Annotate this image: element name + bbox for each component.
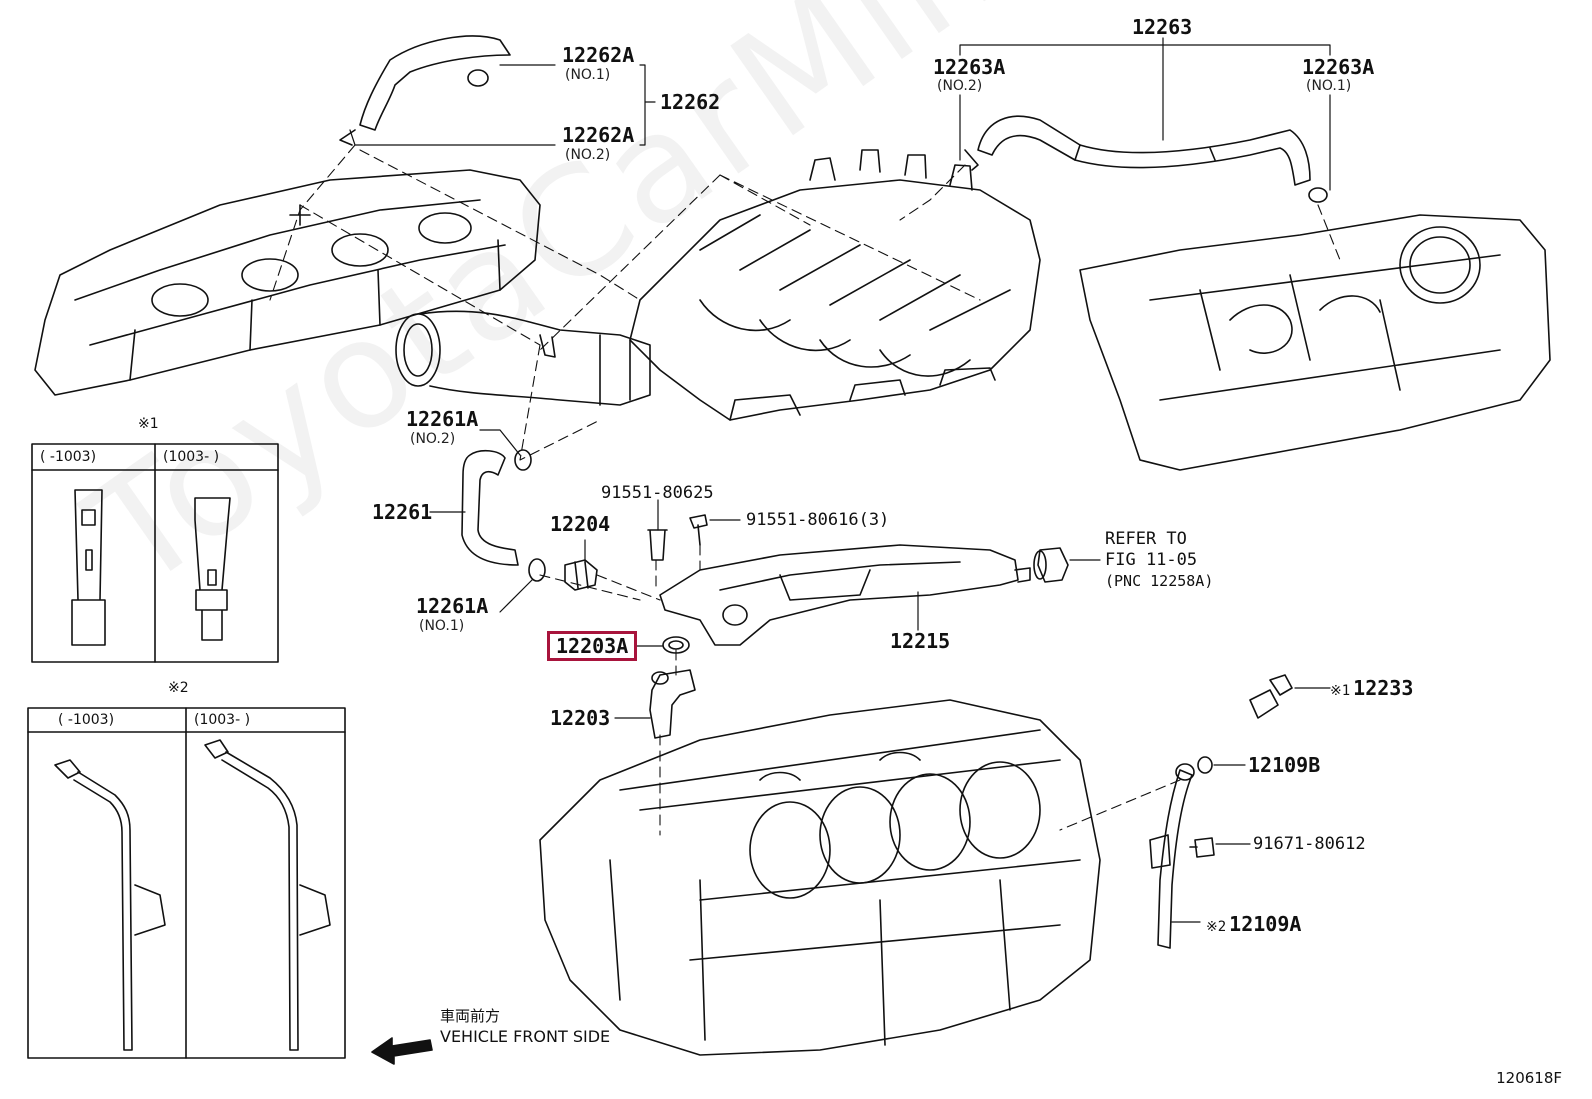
front-label-jp: 車両前方 <box>440 1007 501 1025</box>
label-12261a-no1-sub: (NO.1) <box>419 618 465 634</box>
label-12263[interactable]: 12263 <box>1132 15 1193 39</box>
intake-manifold <box>629 149 1041 421</box>
note-mark-2: ※2 <box>1206 919 1227 935</box>
hose-12262 <box>339 35 511 146</box>
label-12263a-no1-sub: (NO.1) <box>1306 78 1352 94</box>
bolts <box>647 514 708 561</box>
inset2-mark: ※2 <box>168 680 189 696</box>
hose-12261 <box>461 449 546 582</box>
figure-code: 120618F <box>1496 1069 1562 1087</box>
left-head-cover <box>34 169 541 396</box>
refer-line3: (PNC 12258A) <box>1105 572 1214 590</box>
label-12203a-highlighted[interactable]: 12203A <box>547 631 638 661</box>
label-12263a-no2-sub: (NO.2) <box>937 78 983 94</box>
label-12261[interactable]: 12261 <box>372 500 433 524</box>
leader-lines <box>349 37 1331 923</box>
label-91551-80625[interactable]: 91551-80625 <box>601 483 714 503</box>
inset2-frame <box>27 707 346 1059</box>
grommet <box>1033 547 1069 583</box>
inset1-frame <box>31 443 279 663</box>
air-duct <box>395 310 651 406</box>
label-12263a-no2[interactable]: 12263A <box>933 55 1006 79</box>
label-12262a-no1[interactable]: 12262A <box>562 43 635 67</box>
note-mark-1: ※1 <box>1330 683 1351 699</box>
inset2-col-right: (1003- ) <box>194 712 251 728</box>
refer-line1: REFER TO <box>1105 529 1187 549</box>
inset1-mark: ※1 <box>138 416 159 432</box>
label-91671-80612[interactable]: 91671-80612 <box>1253 834 1366 854</box>
label-12263a-no1[interactable]: 12263A <box>1302 55 1375 79</box>
label-12261a-no2[interactable]: 12261A <box>406 407 479 431</box>
label-12262a-no2-sub: (NO.2) <box>565 147 611 163</box>
label-12262[interactable]: 12262 <box>660 90 721 114</box>
label-12203[interactable]: 12203 <box>550 706 611 730</box>
engine-block <box>539 699 1101 1056</box>
label-12262a-no2[interactable]: 12262A <box>562 123 635 147</box>
label-12262a-no1-sub: (NO.1) <box>565 67 611 83</box>
refer-line2: FIG 11-05 <box>1105 550 1198 570</box>
label-12215[interactable]: 12215 <box>890 629 951 653</box>
label-12261a-no2-sub: (NO.2) <box>410 431 456 447</box>
label-12261a-no1[interactable]: 12261A <box>416 594 489 618</box>
inset2-col-left: ( -1003) <box>58 712 115 728</box>
front-arrow-icon <box>371 1037 433 1065</box>
right-head-cover <box>1079 214 1551 471</box>
separator-12215 <box>659 544 1031 646</box>
inset1-col-left: ( -1003) <box>40 449 97 465</box>
hose-12263 <box>964 115 1328 203</box>
front-label-en: VEHICLE FRONT SIDE <box>440 1027 611 1046</box>
pipe-12203 <box>649 669 696 739</box>
dashed-lines <box>269 144 1341 836</box>
label-12204[interactable]: 12204 <box>550 512 611 536</box>
inset1-col-right: (1003- ) <box>163 449 220 465</box>
oil-gauge <box>1149 674 1293 949</box>
label-91551-80616[interactable]: 91551-80616(3) <box>746 510 890 530</box>
label-12109b[interactable]: 12109B <box>1248 753 1321 777</box>
